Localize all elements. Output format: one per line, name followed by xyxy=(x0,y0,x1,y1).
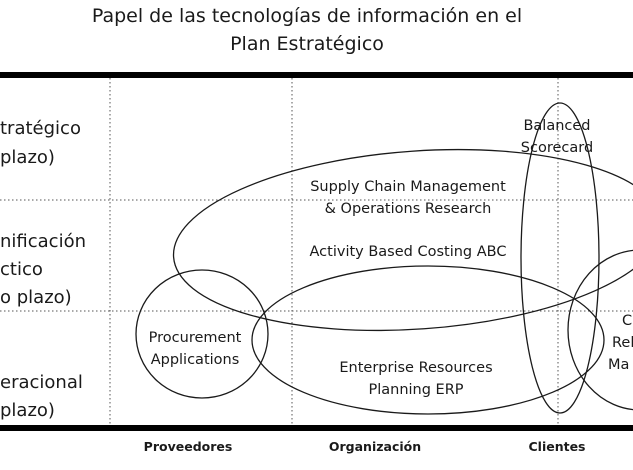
column-label-proveedores: Proveedores xyxy=(144,439,233,454)
procurement-line: Applications xyxy=(151,352,240,368)
balanced-scorecard-ellipse xyxy=(520,102,600,414)
column-label-clientes: Clientes xyxy=(528,439,585,454)
row-label-line: nificación xyxy=(0,231,86,252)
row-label-line: plazo) xyxy=(0,400,55,421)
erp-line: Enterprise Resources xyxy=(339,360,492,376)
procurement-label: Procurement Applications xyxy=(149,330,242,368)
column-label-organizacion: Organización xyxy=(329,439,421,454)
crm-line: Ma xyxy=(608,357,629,373)
supply-chain-line: Supply Chain Management xyxy=(310,179,506,195)
crm-line: C xyxy=(622,313,632,329)
balanced-scorecard-line: Balanced xyxy=(523,118,590,134)
row-label-estrategico: tratégico plazo) xyxy=(0,118,81,168)
diagram-title-line1: Papel de las tecnologías de información … xyxy=(92,5,522,27)
diagram-title-line2: Plan Estratégico xyxy=(230,33,384,55)
procurement-ellipse xyxy=(135,269,269,399)
row-label-operacional: eracional plazo) xyxy=(0,372,83,421)
crm-label: C Rel Ma xyxy=(608,313,633,373)
procurement-line: Procurement xyxy=(149,330,242,346)
balanced-scorecard-label: Balanced Scorecard xyxy=(521,118,593,156)
row-label-line: ctico xyxy=(0,259,43,280)
row-label-line: tratégico xyxy=(0,118,81,139)
crm-line: Rel xyxy=(612,335,633,351)
erp-line: Planning ERP xyxy=(368,382,463,398)
row-label-line: eracional xyxy=(0,372,83,393)
erp-label: Enterprise Resources Planning ERP xyxy=(339,360,492,398)
erp-ellipse xyxy=(251,265,605,415)
activity-based-costing-label: Activity Based Costing ABC xyxy=(310,244,507,260)
row-label-line: o plazo) xyxy=(0,287,72,308)
supply-chain-line: & Operations Research xyxy=(325,201,492,217)
row-label-line: plazo) xyxy=(0,147,55,168)
crm-ellipse xyxy=(567,249,633,411)
balanced-scorecard-line: Scorecard xyxy=(521,140,593,156)
supply-chain-label: Supply Chain Management & Operations Res… xyxy=(310,179,506,217)
row-label-tactico: nificación ctico o plazo) xyxy=(0,231,86,308)
supply-chain-ellipse xyxy=(172,148,633,332)
